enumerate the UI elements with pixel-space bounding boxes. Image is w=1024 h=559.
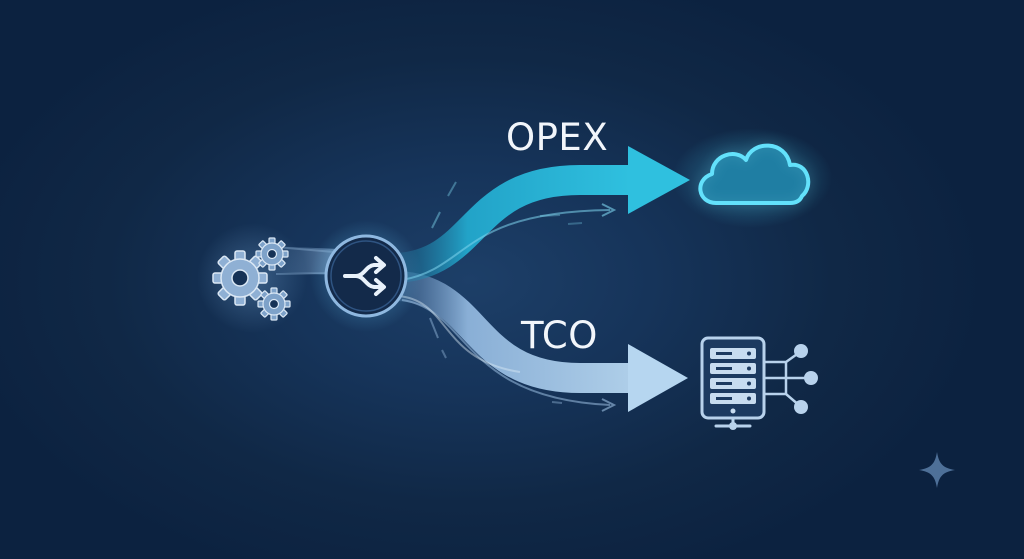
opex-label: OPEX — [506, 116, 608, 159]
shuffle-icon — [343, 256, 386, 296]
tco-flow-arrow — [396, 271, 688, 412]
sparkle-icon — [919, 452, 955, 488]
server-network-icon — [700, 336, 818, 430]
split-hub — [310, 220, 422, 332]
cloud-icon — [672, 128, 832, 228]
gears-icon — [197, 223, 307, 333]
tco-label: TCO — [520, 314, 598, 357]
opex-flow-arrow — [396, 146, 690, 283]
